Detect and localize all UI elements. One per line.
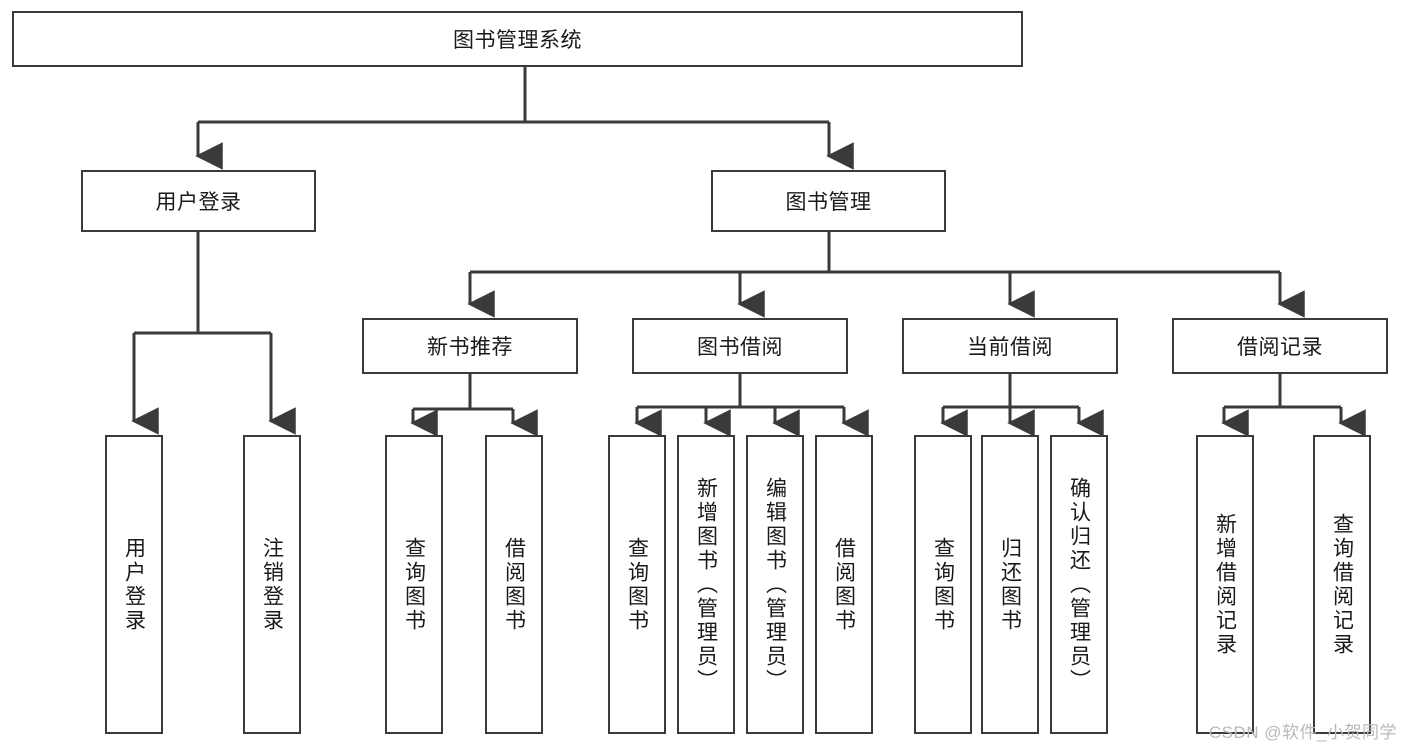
node-leaf-add-record-label: 新增借阅记录 (1213, 512, 1237, 657)
node-root-label: 图书管理系统 (453, 29, 582, 52)
watermark-text: CSDN @软件_小贺同学 (1208, 723, 1397, 742)
node-new-book-recommend-label: 新书推荐 (427, 336, 513, 359)
node-new-book-recommend[interactable]: 新书推荐 (362, 318, 578, 374)
node-leaf-add-record[interactable]: 新增借阅记录 (1196, 435, 1254, 734)
node-borrow-record[interactable]: 借阅记录 (1172, 318, 1388, 374)
node-leaf-user-login[interactable]: 用户登录 (105, 435, 163, 734)
node-book-borrow-label: 图书借阅 (697, 336, 783, 359)
node-user-login[interactable]: 用户登录 (81, 170, 316, 232)
node-leaf-query-book-1[interactable]: 查询图书 (385, 435, 443, 734)
node-book-management[interactable]: 图书管理 (711, 170, 946, 232)
node-root[interactable]: 图书管理系统 (12, 11, 1023, 67)
node-leaf-query-book-2-label: 查询图书 (625, 536, 649, 633)
node-leaf-query-record[interactable]: 查询借阅记录 (1313, 435, 1371, 734)
node-leaf-add-book[interactable]: 新增图书（管理员） (677, 435, 735, 734)
node-book-management-label: 图书管理 (785, 191, 872, 214)
node-leaf-borrow-book-2-label: 借阅图书 (832, 536, 856, 633)
node-leaf-user-login-label: 用户登录 (122, 536, 146, 633)
node-leaf-borrow-book-1[interactable]: 借阅图书 (485, 435, 543, 734)
node-leaf-query-book-3[interactable]: 查询图书 (914, 435, 972, 734)
node-leaf-logout-login[interactable]: 注销登录 (243, 435, 301, 734)
node-borrow-record-label: 借阅记录 (1237, 336, 1323, 359)
node-leaf-add-book-label: 新增图书（管理员） (694, 476, 718, 693)
node-leaf-return-book[interactable]: 归还图书 (981, 435, 1039, 734)
node-leaf-confirm-return-label: 确认归还（管理员） (1067, 476, 1091, 693)
node-leaf-query-book-3-label: 查询图书 (931, 536, 955, 633)
node-current-borrow-label: 当前借阅 (967, 336, 1053, 359)
node-leaf-query-record-label: 查询借阅记录 (1330, 512, 1354, 657)
node-current-borrow[interactable]: 当前借阅 (902, 318, 1118, 374)
node-leaf-query-book-2[interactable]: 查询图书 (608, 435, 666, 734)
node-leaf-query-book-1-label: 查询图书 (402, 536, 426, 633)
node-leaf-borrow-book-2[interactable]: 借阅图书 (815, 435, 873, 734)
node-user-login-label: 用户登录 (155, 191, 242, 214)
node-leaf-confirm-return[interactable]: 确认归还（管理员） (1050, 435, 1108, 734)
node-leaf-edit-book[interactable]: 编辑图书（管理员） (746, 435, 804, 734)
node-leaf-edit-book-label: 编辑图书（管理员） (763, 476, 787, 693)
node-leaf-return-book-label: 归还图书 (998, 536, 1022, 633)
node-leaf-logout-login-label: 注销登录 (260, 536, 284, 633)
node-leaf-borrow-book-1-label: 借阅图书 (502, 536, 526, 633)
node-book-borrow[interactable]: 图书借阅 (632, 318, 848, 374)
